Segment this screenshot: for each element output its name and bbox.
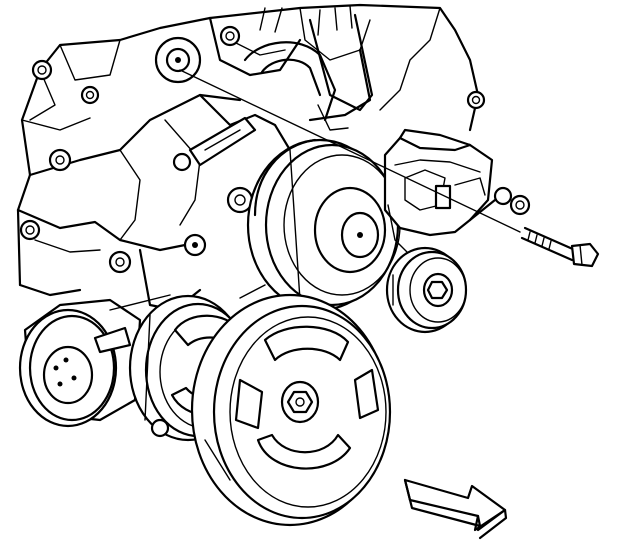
crankshaft-pulley [190, 293, 392, 527]
power-steering-pulley [18, 298, 142, 428]
water-pump-pulley [246, 138, 401, 312]
drive-belt-path [109, 284, 266, 481]
adjuster-bracket [138, 116, 257, 312]
belt-tensioner [383, 128, 513, 334]
installation-leader-line [179, 69, 521, 233]
engine-block-outline [16, 3, 480, 297]
front-direction-arrow-icon [403, 478, 508, 540]
coolant-hoses [243, 13, 374, 131]
bolt-icon [520, 226, 600, 268]
block-bolt-bosses [19, 25, 531, 274]
